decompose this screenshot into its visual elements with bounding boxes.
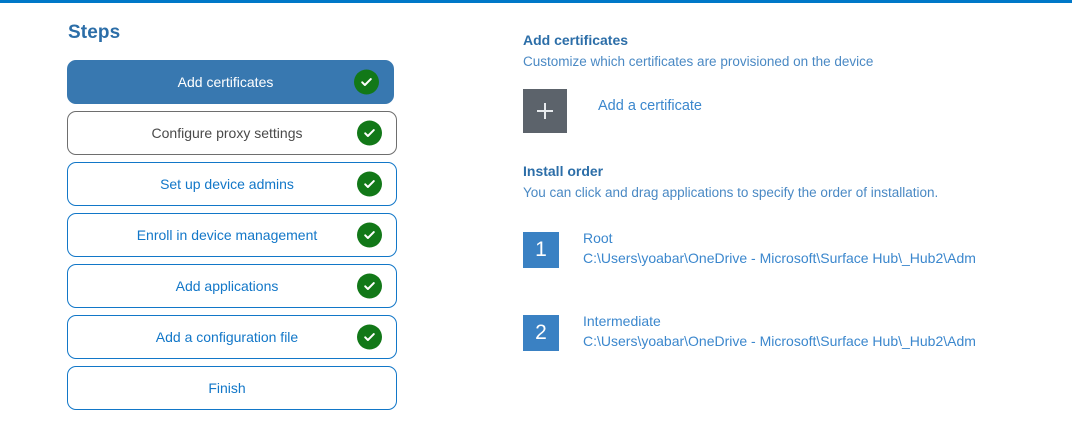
- step-label: Configure proxy settings: [151, 125, 303, 141]
- check-circle-icon: [357, 171, 382, 197]
- add-certificate-button[interactable]: [523, 89, 567, 134]
- order-item-text: Root C:\Users\yoabar\OneDrive - Microsof…: [583, 229, 1008, 269]
- steps-pane: Steps Add certificates Configure proxy s…: [67, 22, 397, 417]
- plus-icon: [533, 99, 557, 123]
- step-label: Enroll in device management: [136, 227, 318, 243]
- steps-heading: Steps: [68, 22, 121, 43]
- step-button-configure-proxy-settings[interactable]: Configure proxy settings: [67, 111, 397, 155]
- order-item-path: C:\Users\yoabar\OneDrive - Microsoft\Sur…: [583, 250, 976, 267]
- order-number-badge: 2: [523, 314, 559, 351]
- step-button-add-applications[interactable]: Add applications: [67, 264, 397, 308]
- step-label: Add a configuration file: [155, 329, 299, 345]
- order-item-name: Root: [583, 230, 613, 247]
- add-certificate-row: Add a certificate: [523, 89, 1063, 134]
- check-circle-icon: [357, 324, 382, 350]
- order-item-path: C:\Users\yoabar\OneDrive - Microsoft\Sur…: [583, 332, 976, 349]
- list-item[interactable]: 2 Intermediate C:\Users\yoabar\OneDrive …: [523, 312, 1063, 352]
- section-subtitle: Customize which certificates are provisi…: [523, 53, 874, 69]
- add-certificate-label[interactable]: Add a certificate: [598, 98, 702, 115]
- top-accent-rule: [0, 0, 1072, 3]
- install-order-list: 1 Root C:\Users\yoabar\OneDrive - Micros…: [523, 229, 1063, 352]
- detail-pane: Add certificates Customize which certifi…: [523, 31, 1063, 398]
- step-label: Finish: [208, 380, 246, 396]
- step-label: Add certificates: [177, 74, 274, 90]
- order-number-badge: 1: [523, 232, 559, 269]
- step-label: Set up device admins: [160, 176, 294, 192]
- install-order-section: Install order You can click and drag app…: [523, 162, 1063, 352]
- order-item-text: Intermediate C:\Users\yoabar\OneDrive - …: [583, 312, 1008, 352]
- install-order-title: Install order: [523, 163, 604, 180]
- step-button-set-up-device-admins[interactable]: Set up device admins: [67, 162, 397, 206]
- order-item-name: Intermediate: [583, 312, 661, 329]
- section-title: Add certificates: [523, 32, 629, 48]
- step-button-add-a-configuration-file[interactable]: Add a configuration file: [67, 315, 397, 359]
- step-button-add-certificates[interactable]: Add certificates: [67, 60, 394, 104]
- check-circle-icon: [357, 273, 382, 299]
- install-order-subtitle: You can click and drag applications to s…: [523, 185, 939, 200]
- check-circle-icon: [357, 222, 382, 248]
- step-label: Add applications: [175, 278, 279, 294]
- step-button-enroll-in-device-management[interactable]: Enroll in device management: [67, 213, 397, 257]
- list-item[interactable]: 1 Root C:\Users\yoabar\OneDrive - Micros…: [523, 229, 1063, 269]
- check-circle-icon: [354, 69, 379, 95]
- check-circle-icon: [357, 120, 382, 146]
- add-certificates-section: Add certificates Customize which certifi…: [523, 31, 1063, 71]
- step-button-finish[interactable]: Finish: [67, 366, 397, 410]
